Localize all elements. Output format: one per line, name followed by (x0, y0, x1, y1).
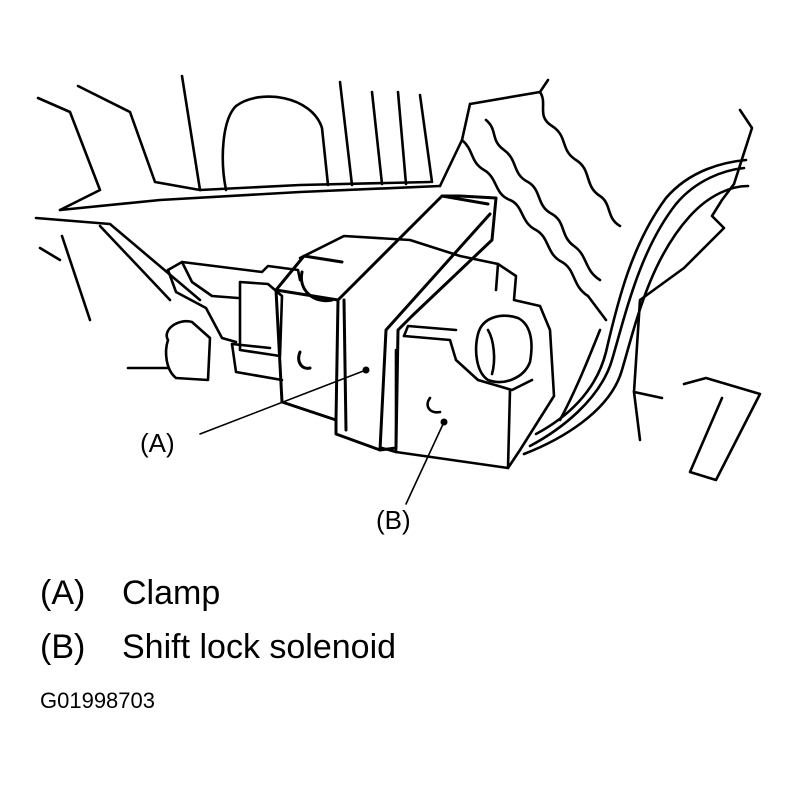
callout-b-label: (B) (376, 505, 411, 535)
solenoid-plunger (166, 260, 302, 382)
legend-label: Clamp (122, 574, 221, 612)
legend-key: (A) (40, 574, 86, 612)
wire-harness (522, 158, 750, 456)
leader-dot-a (362, 366, 370, 374)
leader-line-b (405, 421, 445, 505)
legend-key: (B) (40, 628, 86, 666)
leader-lines (199, 366, 448, 505)
legend-label: Shift lock solenoid (122, 628, 397, 666)
callout-a-label: (A) (140, 428, 175, 458)
leader-dot-b (440, 418, 448, 426)
console-outline (34, 74, 442, 382)
clamp (274, 194, 498, 452)
leader-line-a (199, 369, 367, 435)
figure-id: G01998703 (40, 688, 155, 713)
shift-lock-solenoid-illustration (34, 74, 762, 505)
shifter-bracket (438, 78, 762, 482)
legend-item-clamp: (A) Clamp (40, 576, 220, 610)
legend-item-shift-lock-solenoid: (B) Shift lock solenoid (40, 630, 396, 664)
